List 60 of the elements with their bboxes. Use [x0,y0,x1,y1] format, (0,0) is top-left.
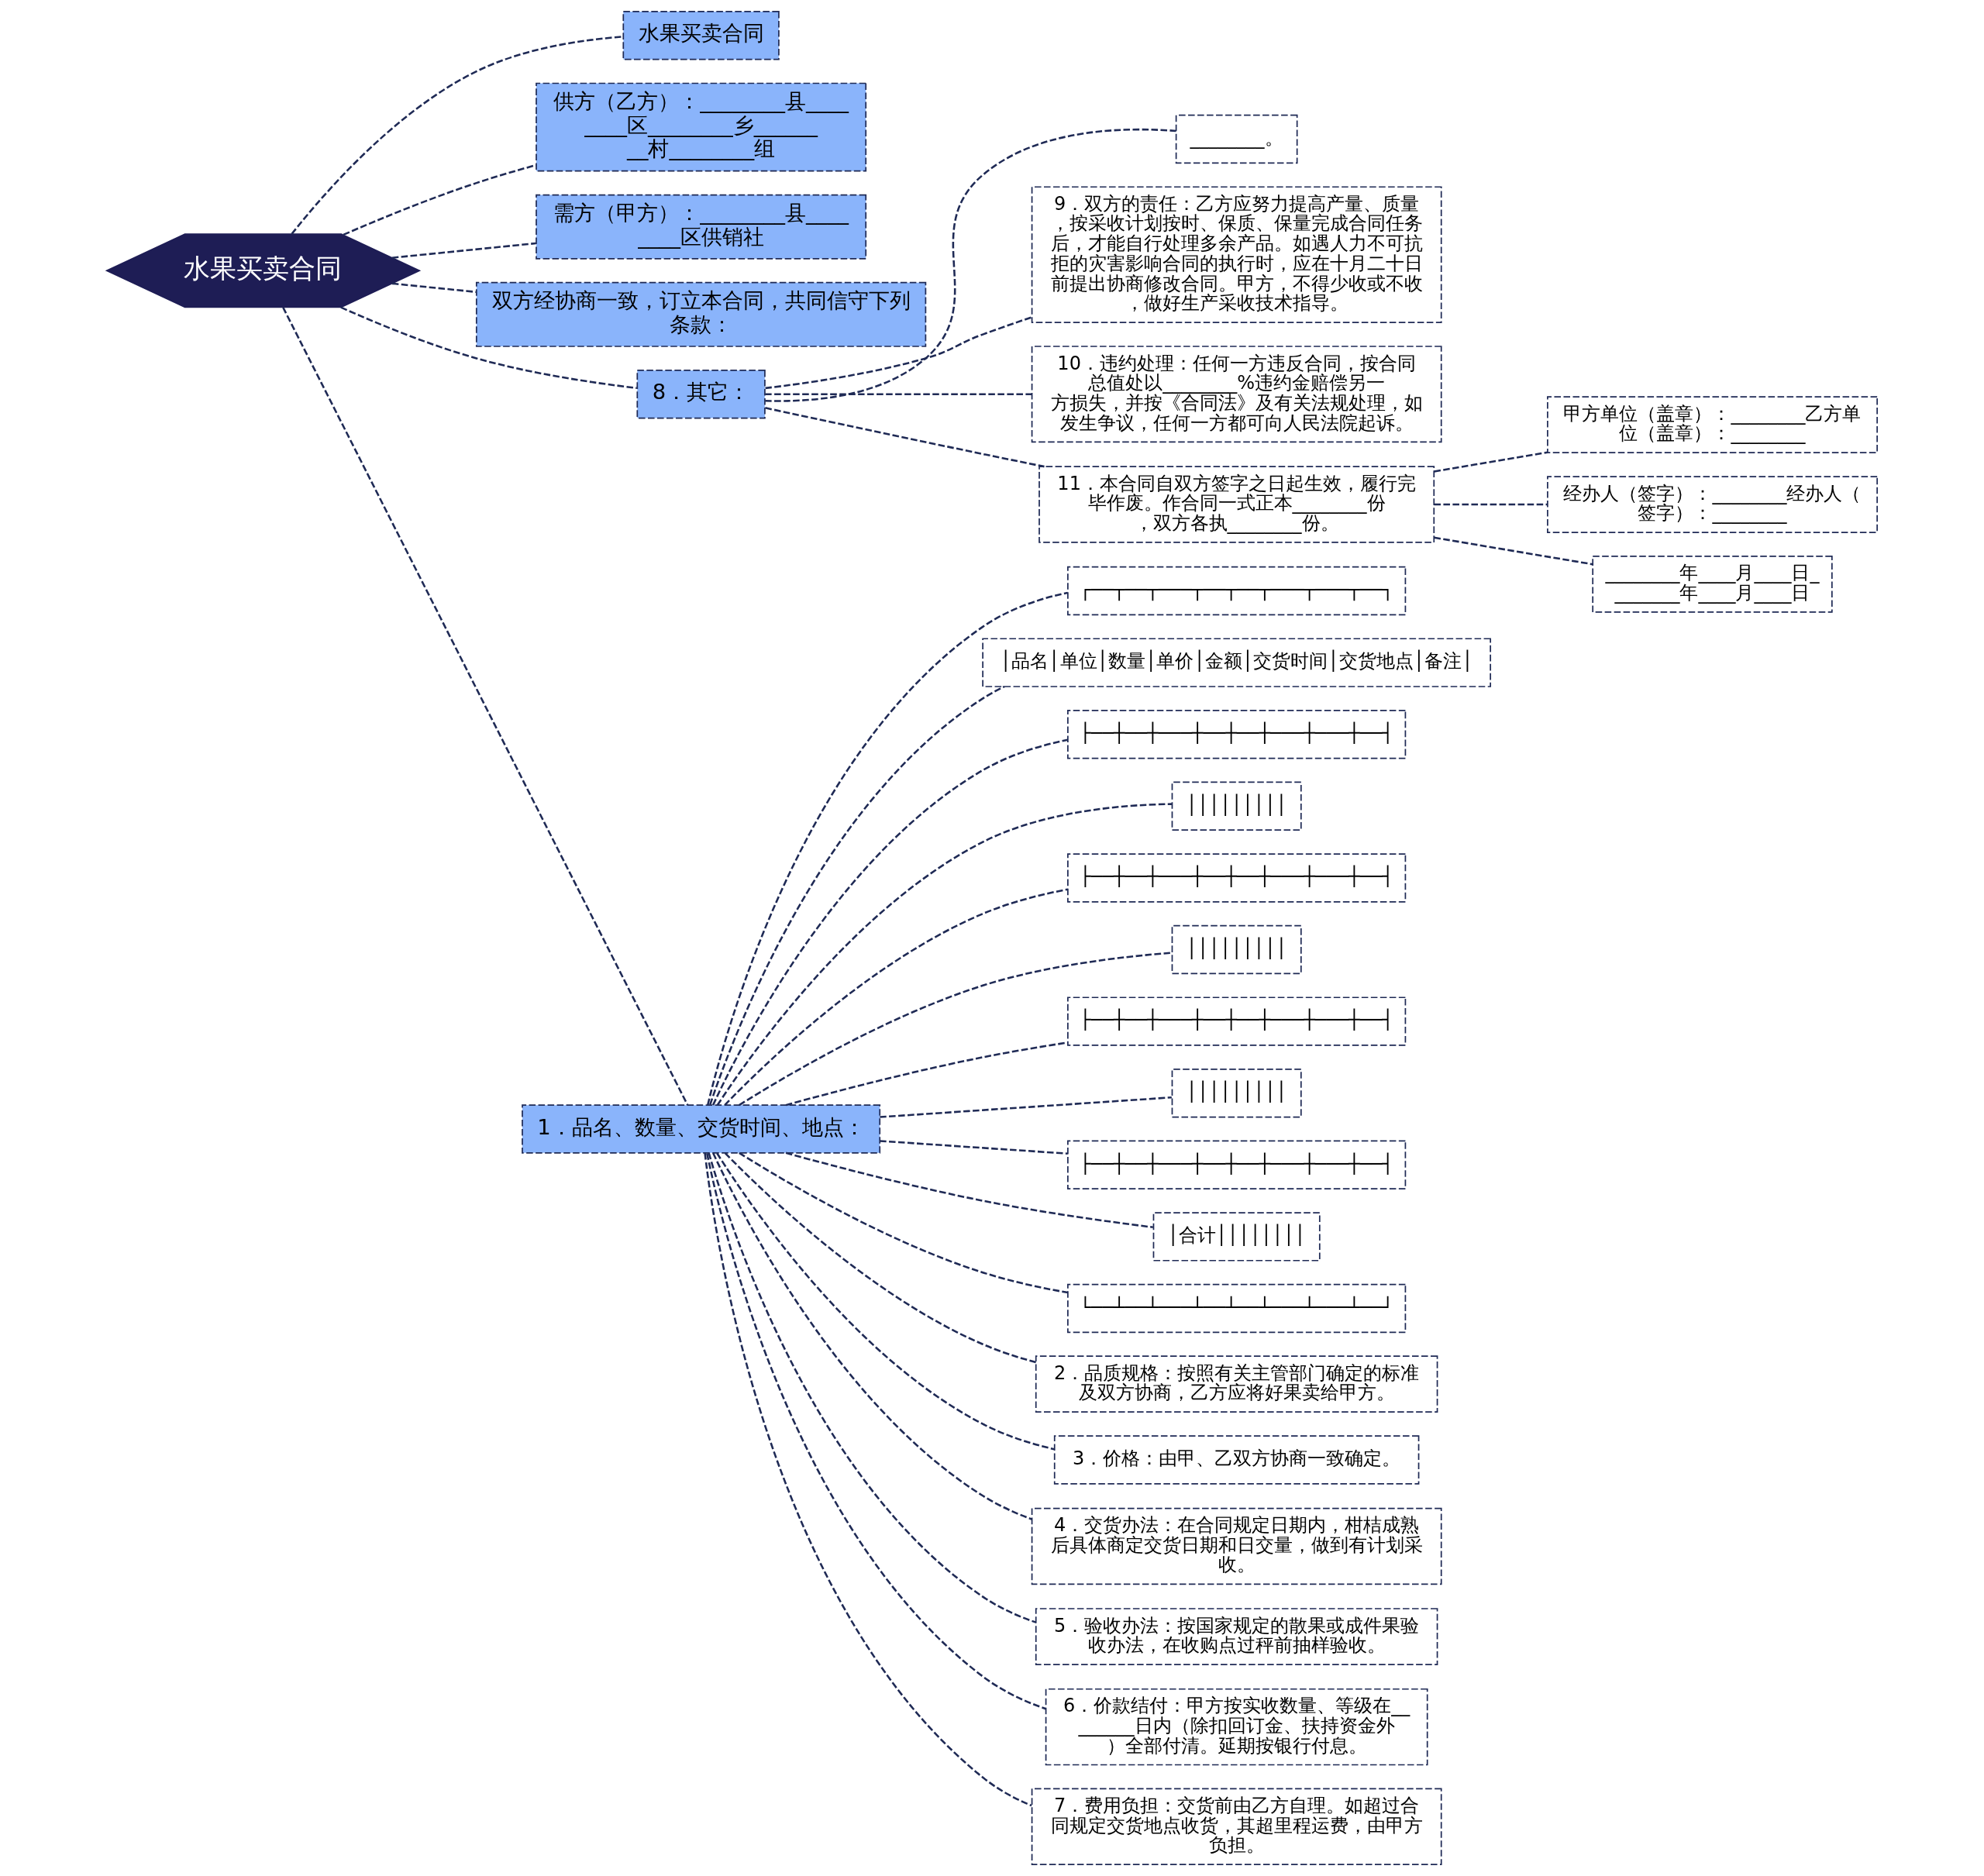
connector [282,307,689,1106]
node-box: 2．品质规格：按照有关主管部门确定的标准及双方协商，乙方应将好果卖给甲方。 [1035,1355,1438,1413]
node-box: │合计││││││││ [1152,1212,1321,1262]
connector [739,1151,1069,1294]
connector [707,591,1068,1106]
connector [716,803,1172,1106]
node-box: ________。 [1175,114,1298,164]
connector [391,282,477,294]
node-box: 4．交货办法：在合同规定日期内，柑桔成熟后具体商定交货日期和日交量，做到有计划采收。 [1031,1507,1442,1585]
connector [712,1152,1032,1520]
connector [724,1152,1036,1364]
node-box: ├──┼──┼───┼──┼──┼───┼───┼──┤ [1067,997,1407,1046]
connector [724,888,1068,1106]
node-box: 5．验收办法：按国家规定的散果或成件果验收办法，在收购点过秤前抽样验收。 [1035,1608,1438,1665]
node-box: 10．违约处理：任何一方违反合同，按合同总值处以________%违约金赔偿另一方损失，并按《合同法》及有关法规处理，如发生争议，任何一方都可向人民法院起诉。 [1031,346,1442,443]
node-box: ├──┼──┼───┼──┼──┼───┼───┼──┤ [1067,853,1407,903]
node-box: 11．本合同自双方签字之日起生效，履行完毕作废。作合同一式正本________份，双方各执________份。 [1038,466,1435,543]
node-box: └──┴──┴───┴──┴──┴───┴───┴──┘ [1067,1283,1407,1334]
node-box: ┌──┬──┬───┬──┬──┬───┬───┬──┐ [1067,566,1407,616]
node-box: 甲方单位（盖章）：________乙方单位（盖章）：________ [1547,396,1878,454]
node-box: 6．价款结付：甲方按实收数量、等级在________日内（除扣回订金、扶持资金外）全部付清。延期按银行付息。 [1045,1688,1428,1766]
node-box: 双方经协商一致，订立本合同，共同信守下列条款： [475,281,927,347]
connector [1434,536,1593,566]
node-box: ├──┼──┼───┼──┼──┼───┼───┼──┤ [1067,1140,1407,1189]
node-box: │品名│单位│数量│单价│金额│交货时间│交货地点│备注│ [982,638,1491,687]
node-box: 水果买卖合同 [622,11,780,60]
node-box: ├──┼──┼───┼──┼──┼───┼───┼──┤ [1067,710,1407,759]
node-box: 经办人（签字）：________经办人（签字）：________ [1547,476,1878,533]
connector [765,316,1032,390]
connector [391,242,536,259]
connector [765,128,1176,402]
connector [711,738,1068,1106]
connector [343,164,537,236]
connector [765,407,1045,468]
connector [1434,503,1548,506]
node-box: │││││││││ [1171,924,1302,975]
connector [765,393,1032,396]
connector [706,1153,1046,1710]
connector [716,1152,1055,1451]
connector [708,1152,1037,1623]
node-box: 7．费用负担：交货前由乙方自理。如超过合同规定交货地点收货，其超里程运费，由甲方负担。 [1031,1788,1442,1865]
connector [785,1041,1068,1107]
node-box: │││││││││ [1171,781,1302,831]
node-box: ________年____月____日________年____月____日 [1592,556,1833,613]
node-box: 3．价格：由甲、乙双方协商一致确定。 [1053,1435,1420,1485]
node-box: │││││││││ [1171,1068,1302,1118]
connector [739,952,1173,1107]
connector [1434,451,1548,473]
connector [340,306,637,390]
connector [785,1151,1153,1229]
connector [291,36,623,235]
node-box: 8．其它： [636,370,766,419]
node-box: 需方（甲方）：________县________区供销社 [536,194,867,260]
node-box: 供方（乙方）：________县________区________乡________村________组 [536,82,867,172]
connector [880,1140,1068,1155]
node-box: 1．品名、数量、交货时间、地点： [522,1104,881,1154]
node-box: 9．双方的责任：乙方应努力提高产量、质量，按采收计划按时、保质、保量完成合同任务后，才能自行处理多余产品。如遇人力不可抗拒的灾害影响合同的执行时，应在十月二十日前提出协商修改合同。甲方，不得少收或不收，做好生产采收技术指导。 [1031,186,1442,323]
connector [704,1153,1032,1807]
connector [880,1096,1172,1118]
connector [709,685,1005,1106]
